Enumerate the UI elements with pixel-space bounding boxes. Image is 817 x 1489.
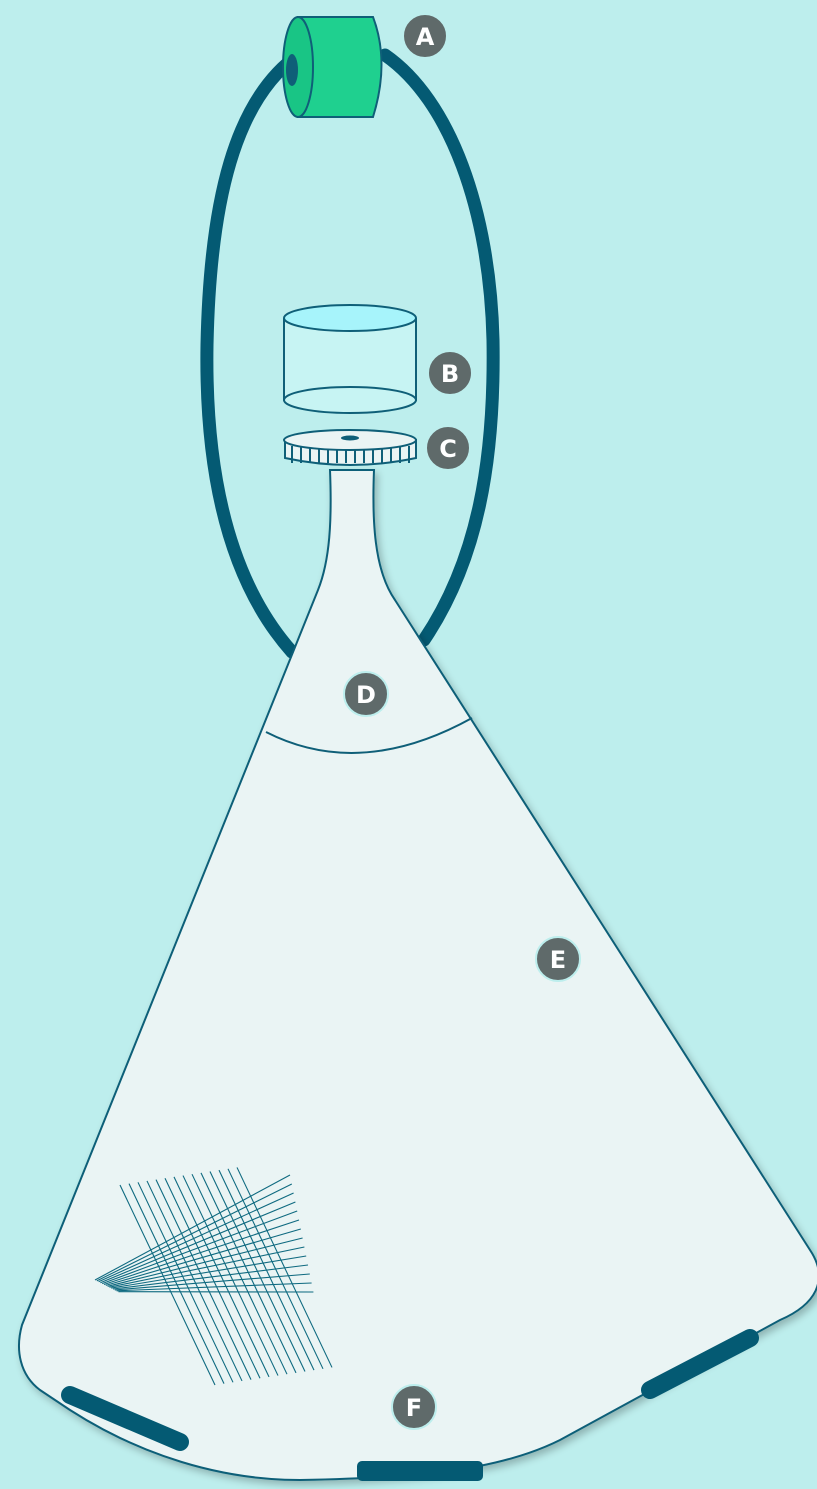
cap [283, 429, 417, 466]
callout-label: E [550, 946, 566, 974]
strap-loop-right [378, 48, 500, 647]
callout-a: A [402, 13, 448, 59]
toggle [282, 16, 383, 118]
callout-f: F [391, 1384, 437, 1430]
hem-tab-left [61, 1386, 189, 1451]
callout-label: C [439, 435, 457, 463]
hem-tab-center [357, 1461, 483, 1481]
callout-c: C [425, 425, 471, 471]
callout-label: A [416, 23, 435, 51]
cone-body [18, 469, 817, 1482]
hem-tab-right [641, 1329, 759, 1399]
callout-e: E [535, 936, 581, 982]
callout-label: B [441, 360, 459, 388]
strap-loop [200, 48, 305, 659]
mesh-patch [94, 1167, 333, 1386]
callout-b: B [427, 350, 473, 396]
callout-label: F [406, 1394, 422, 1422]
cone-seam [265, 717, 473, 754]
callout-label: D [356, 681, 376, 709]
cup [283, 304, 417, 414]
callout-d: D [343, 671, 389, 717]
